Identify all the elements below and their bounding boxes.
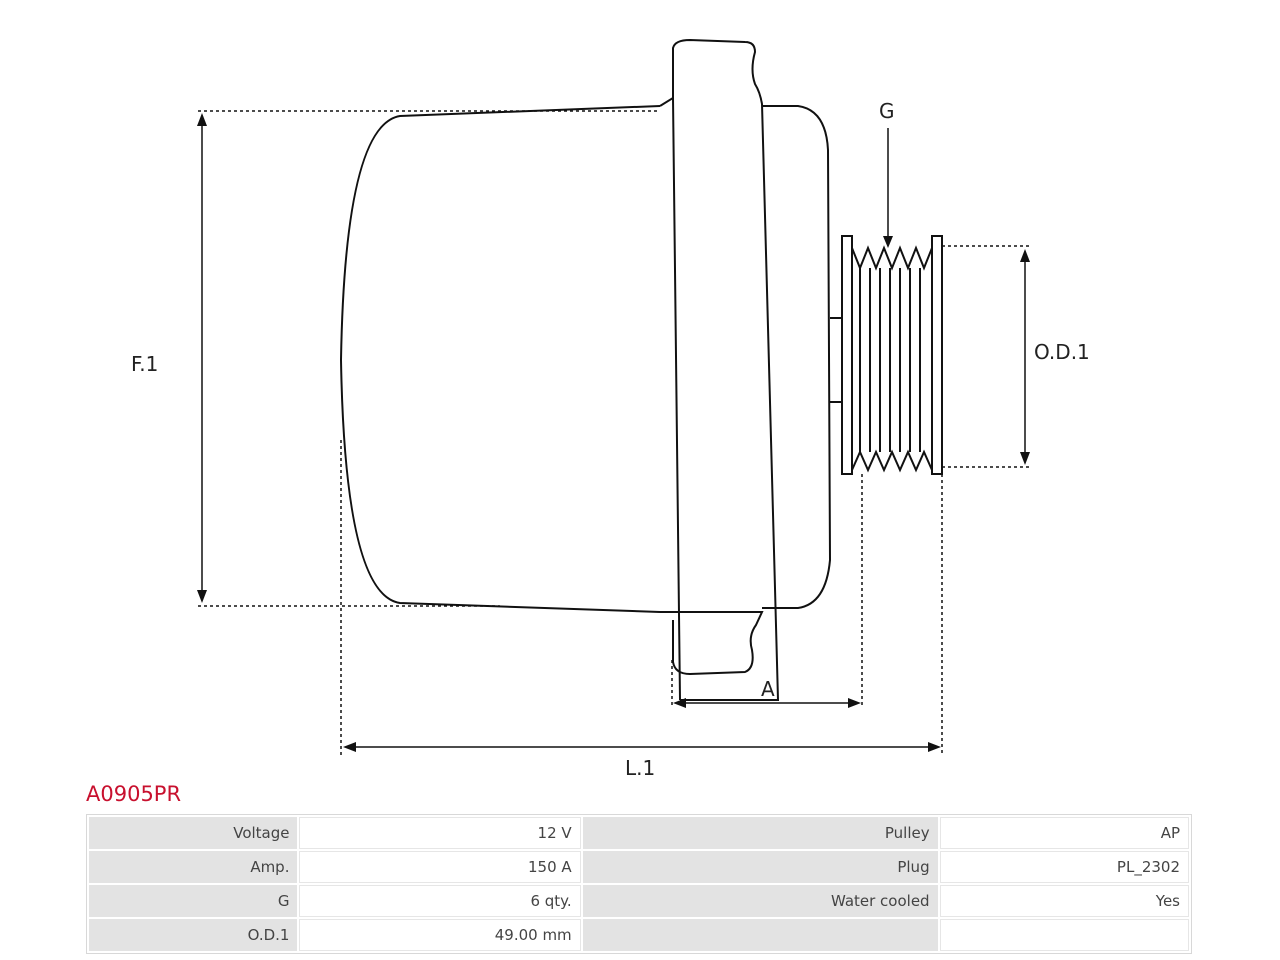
- l1-label: L.1: [625, 756, 655, 780]
- spec-value: [939, 919, 1189, 951]
- spec-value: PL_2302: [939, 851, 1189, 883]
- table-row: Amp. 150 A Plug PL_2302: [89, 851, 1189, 883]
- alternator-nose: [762, 105, 832, 609]
- spec-key: Pulley: [582, 817, 938, 849]
- spec-value: 12 V: [299, 817, 581, 849]
- spec-key: O.D.1: [89, 919, 298, 951]
- table-row: G 6 qty. Water cooled Yes: [89, 885, 1189, 917]
- alternator-rear-housing: [339, 105, 661, 613]
- part-number-title: A0905PR: [86, 782, 182, 806]
- spec-key: Plug: [582, 851, 938, 883]
- f1-label: F.1: [131, 352, 158, 376]
- spec-value: AP: [939, 817, 1189, 849]
- table-row: Voltage 12 V Pulley AP: [89, 817, 1189, 849]
- spec-key: Amp.: [89, 851, 298, 883]
- a-label: A: [761, 677, 775, 701]
- alternator-diagram: F.1 G O.D.1 A L.1: [131, 38, 1090, 780]
- pulley: [841, 235, 943, 475]
- alternator-shaft: [830, 317, 842, 403]
- table-row: O.D.1 49.00 mm: [89, 919, 1189, 951]
- spec-key: [582, 919, 938, 951]
- spec-key: Voltage: [89, 817, 298, 849]
- spec-value: 49.00 mm: [299, 919, 581, 951]
- g-label: G: [879, 99, 895, 123]
- od1-label: O.D.1: [1034, 340, 1090, 364]
- alternator-front-flange: [659, 38, 780, 701]
- spec-value: 6 qty.: [299, 885, 581, 917]
- spec-key: Water cooled: [582, 885, 938, 917]
- spec-value: Yes: [939, 885, 1189, 917]
- spec-value: 150 A: [299, 851, 581, 883]
- spec-table: Voltage 12 V Pulley AP Amp. 150 A Plug P…: [86, 814, 1192, 954]
- spec-key: G: [89, 885, 298, 917]
